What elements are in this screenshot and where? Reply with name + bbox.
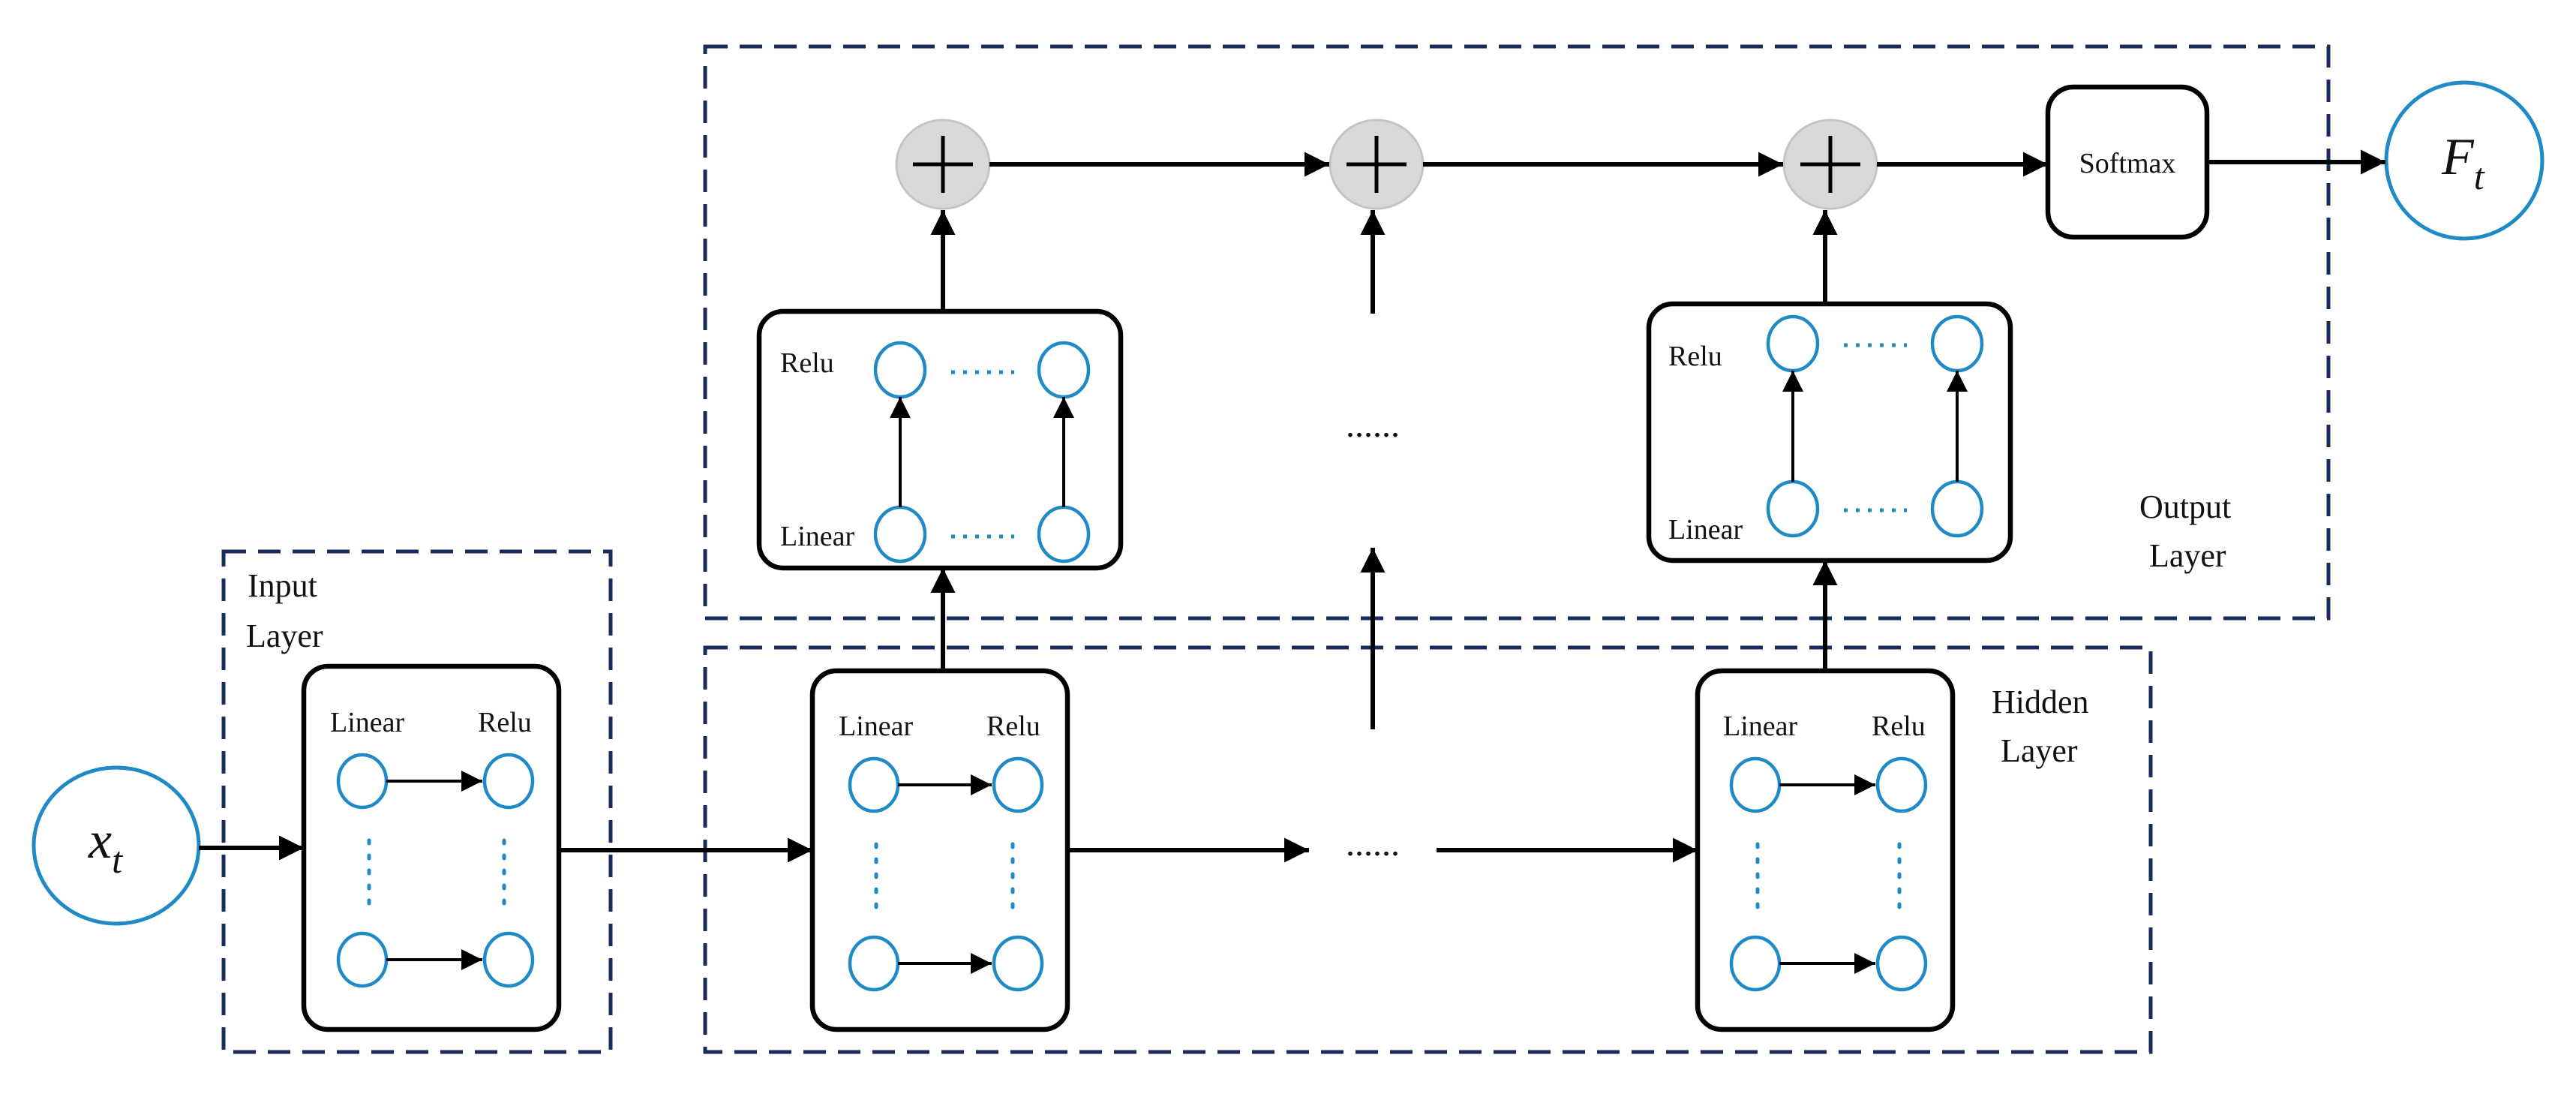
input-layer-region: Input Layer [221, 549, 613, 1054]
softmax-label: Softmax [2079, 148, 2176, 179]
input-node-xt: xt [32, 765, 201, 926]
relu-neuron [482, 931, 535, 988]
linear-neuron [873, 505, 927, 564]
unit-label-relu: Relu [780, 347, 834, 379]
linear-neuron [1930, 479, 1984, 538]
hidden-layer-label-line2: Layer [2001, 732, 2078, 769]
unit-label-linear: Linear [330, 707, 405, 738]
input-node-subscript: t [112, 839, 123, 881]
linear-neuron [848, 935, 900, 992]
input-node-symbol: x [88, 812, 112, 870]
output-node-label: Ft [2441, 128, 2485, 197]
relu-neuron [992, 756, 1044, 813]
unit-label-linear: Linear [1723, 711, 1798, 742]
hidden-block-2: Linear Relu [1695, 668, 1956, 1032]
hidden-ellipsis: ...... [1346, 824, 1400, 864]
output-node-ft: Ft [2384, 80, 2544, 241]
input-layer-label-line1: Input [248, 567, 317, 604]
output-node-symbol: F [2441, 128, 2475, 186]
unit-label-relu: Relu [1872, 711, 1926, 742]
sum-node-1 [895, 119, 991, 210]
hidden-layer-label-line1: Hidden [1992, 684, 2089, 720]
input-node-label: xt [88, 812, 123, 881]
output-block-2: Relu Linear [1646, 301, 2013, 564]
unit-label-relu: Relu [478, 707, 532, 738]
output-ellipsis: ...... [1346, 405, 1400, 445]
linear-neuron [336, 931, 389, 988]
unit-label-relu: Relu [986, 711, 1040, 742]
unit-label-linear: Linear [1668, 514, 1743, 545]
input-layer-block: Linear Relu [301, 663, 562, 1032]
relu-neuron [992, 935, 1044, 992]
sum-node-3 [1782, 119, 1878, 210]
unit-label-relu: Relu [1668, 341, 1722, 372]
unit-label-linear: Linear [780, 521, 855, 552]
relu-neuron [1930, 314, 1984, 373]
relu-neuron [1875, 756, 1928, 813]
output-layer-region: Output Layer [703, 44, 2331, 621]
linear-neuron [1729, 935, 1782, 992]
hidden-block-1: Linear Relu [809, 668, 1070, 1032]
linear-neuron [1037, 505, 1091, 564]
output-layer-label-line2: Layer [2149, 537, 2226, 574]
softmax-block: Softmax [2045, 84, 2210, 240]
input-layer-label-line2: Layer [246, 618, 323, 654]
relu-neuron [873, 341, 927, 399]
relu-neuron [1766, 314, 1820, 373]
linear-neuron [848, 756, 900, 813]
linear-neuron [1766, 479, 1820, 538]
output-node-subscript: t [2474, 155, 2485, 197]
sum-node-2 [1329, 119, 1425, 210]
connections [199, 149, 2385, 863]
relu-neuron [1037, 341, 1091, 399]
relu-neuron [482, 753, 535, 810]
linear-neuron [336, 753, 389, 810]
output-layer-label-line1: Output [2139, 488, 2231, 525]
linear-neuron [1729, 756, 1782, 813]
relu-neuron [1875, 935, 1928, 992]
output-block-1: Relu Linear [756, 308, 1124, 571]
unit-label-linear: Linear [839, 711, 914, 742]
